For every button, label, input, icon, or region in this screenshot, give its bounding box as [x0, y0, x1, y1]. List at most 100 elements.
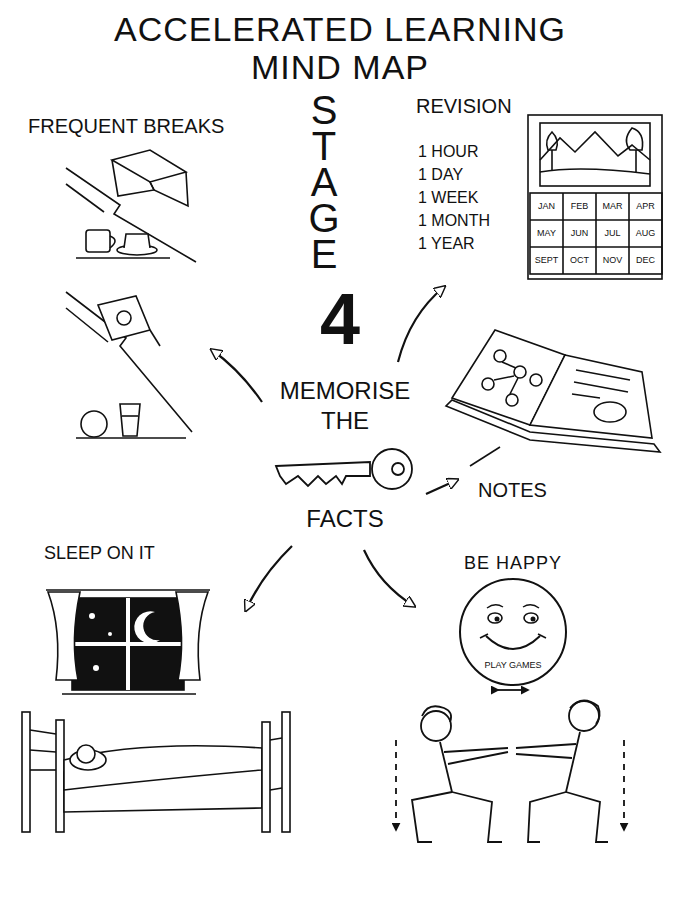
branch-arrows	[398, 287, 444, 362]
notes-book	[482, 378, 494, 390]
window-drawing	[72, 642, 184, 646]
people-drawing	[528, 792, 566, 842]
window-drawing	[134, 611, 160, 643]
calendar-drawing	[562, 193, 564, 274]
smiley-face	[486, 636, 540, 649]
revision-interval: 1 HOUR	[418, 142, 522, 162]
calendar-drawing	[530, 193, 662, 274]
breaks-illustration	[81, 411, 107, 437]
bed-drawing	[270, 788, 282, 790]
people-drawing	[569, 701, 599, 731]
notes-book	[572, 370, 630, 398]
people-drawing	[566, 732, 580, 792]
breaks-illustration	[86, 230, 110, 252]
breaks-illustration	[66, 150, 196, 438]
bed-drawing	[22, 712, 30, 832]
calendar-month: JUN	[563, 220, 596, 247]
breaks-illustration	[112, 160, 154, 196]
bed-drawing	[30, 730, 56, 734]
breaks-illustration	[122, 415, 138, 417]
calendar-drawing	[628, 193, 630, 274]
calendar-drawing	[528, 115, 662, 279]
calendar-drawing	[595, 193, 597, 274]
breaks-illustration	[150, 172, 188, 206]
calendar-month: FEB	[563, 193, 596, 220]
people-drawing	[421, 711, 451, 741]
window-drawing	[46, 590, 210, 694]
notes-book	[594, 402, 626, 422]
branch-label: FREQUENT BREAKS	[28, 114, 278, 138]
calendar-month: MAY	[530, 220, 563, 247]
bed-drawing	[77, 745, 95, 763]
calendar-drawing	[547, 132, 558, 150]
calendar-drawing	[528, 115, 662, 279]
people-drawing	[440, 742, 452, 792]
calendar-month: JAN	[530, 193, 563, 220]
notes-book	[530, 374, 542, 386]
stage-number: 4	[300, 283, 380, 355]
notes-book	[494, 362, 518, 394]
calendar-drawing	[635, 150, 637, 172]
breaks-illustration	[120, 404, 140, 436]
breaks-illustration	[124, 234, 150, 248]
calendar-drawing	[551, 150, 553, 170]
key-drawing	[276, 449, 412, 489]
revision-interval: 1 WEEK	[418, 188, 522, 208]
bed-drawing	[30, 750, 56, 752]
people-drawing	[396, 690, 624, 842]
branch-label: SLEEP ON IT	[44, 542, 214, 564]
breaks-illustration	[110, 236, 115, 248]
breaks-illustration	[112, 150, 186, 182]
bed-drawing	[270, 738, 282, 740]
centre-label: FACTS	[290, 504, 400, 534]
breaks-illustration	[66, 168, 196, 262]
people-drawing	[516, 744, 576, 758]
people-drawing	[422, 706, 451, 722]
window-drawing	[176, 592, 208, 680]
smiley-face	[480, 634, 546, 638]
people-drawing	[444, 748, 508, 764]
smiley-heading: BE HAPPY	[450, 552, 576, 574]
calendar-month: AUG	[629, 220, 662, 247]
people-drawing	[498, 689, 528, 691]
key-drawing	[392, 463, 404, 475]
centre-label: MEMORISE THE	[266, 376, 424, 436]
key-drawing	[372, 449, 412, 489]
calendar-drawing	[530, 246, 662, 248]
smiley-circle: BE HAPPYPLAY GAMES	[450, 552, 576, 687]
breaks-illustration	[66, 184, 104, 212]
stage-letters: STAGE	[304, 92, 344, 272]
window-drawing	[89, 613, 95, 619]
calendar-month: NOV	[596, 247, 629, 274]
calendar-month: MAR	[596, 193, 629, 220]
calendar-month: DEC	[629, 247, 662, 274]
smiley-face	[460, 579, 566, 685]
title-text: ACCELERATED LEARNING MIND MAP	[90, 10, 590, 86]
smiley-face	[487, 605, 539, 608]
smiley-face	[495, 617, 500, 622]
bed-drawing	[30, 769, 56, 771]
bed-drawing	[282, 712, 290, 832]
breaks-illustration	[98, 296, 150, 340]
people-drawing	[452, 792, 502, 842]
breaks-illustration	[117, 311, 131, 325]
window-drawing	[48, 592, 80, 680]
people-drawing	[395, 740, 397, 830]
smiley-face	[524, 613, 538, 623]
smiley-face	[488, 613, 502, 623]
branch-arrows	[212, 350, 262, 402]
calendar-month: OCT	[563, 247, 596, 274]
key-drawing	[276, 462, 370, 486]
calendar-drawing	[626, 128, 642, 150]
people-drawing	[623, 740, 625, 830]
bed-drawing	[262, 722, 270, 832]
calendar-month: APR	[629, 193, 662, 220]
bed-drawing	[22, 712, 290, 832]
window-drawing	[93, 665, 99, 671]
people-drawing	[570, 700, 600, 724]
branch-arrows	[246, 546, 292, 610]
revision-interval: 1 MONTH	[418, 211, 522, 231]
window-drawing	[108, 632, 112, 636]
calendar-drawing	[540, 132, 650, 160]
bed-drawing	[56, 720, 64, 832]
